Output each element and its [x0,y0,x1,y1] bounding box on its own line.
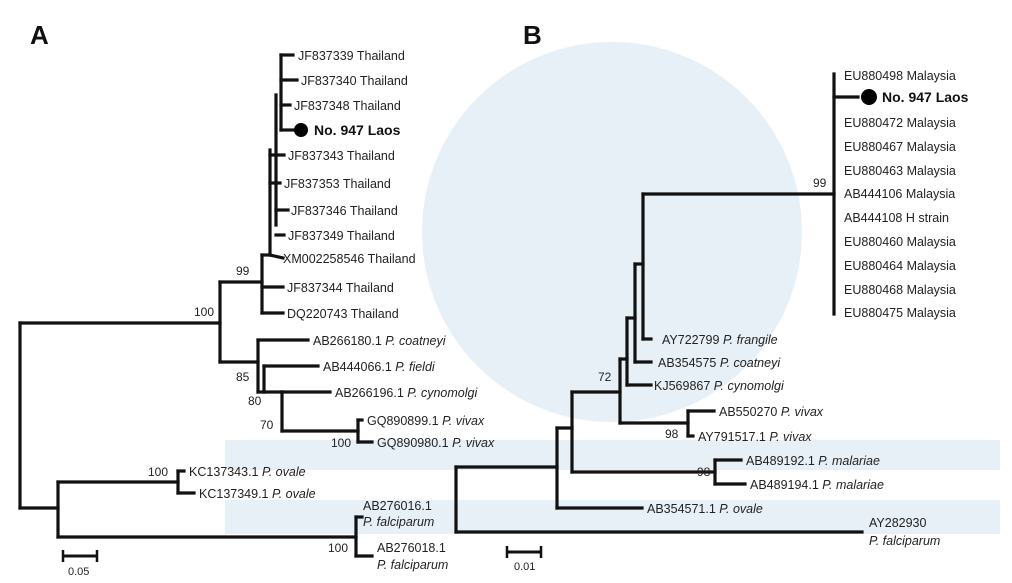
tree-a-bootstrap: 99 100 85 80 70 100 100 100 [148,264,351,555]
leaf-label: KC137349.1 P. ovale [199,487,316,501]
bootstrap-value: 98 [665,427,679,441]
bootstrap-value: 98 [697,465,711,479]
bootstrap-value: 100 [194,305,214,319]
leaf-label: AB489192.1 P. malariae [746,454,880,468]
leaf-label: EU880467 Malaysia [844,140,956,154]
leaf-label: KC137343.1 P. ovale [189,465,306,479]
leaf-label: AB354575 P. coatneyi [658,356,781,370]
scale-bar-label: 0.05 [68,566,89,578]
leaf-label: EU880464 Malaysia [844,259,956,273]
leaf-label: JF837353 Thailand [284,177,391,191]
tree-b-bootstrap: 99 72 98 98 [598,176,827,479]
leaf-label: JF837344 Thailand [287,281,394,295]
leaf-label: AB489194.1 P. malariae [750,478,884,492]
scale-bar-a: 0.05 [61,550,99,578]
leaf-label: GQ890899.1 P. vivax [367,414,485,428]
leaf-label: EU880468 Malaysia [844,283,956,297]
leaf-label: EU880498 Malaysia [844,69,956,83]
leaf-label: JF837339 Thailand [298,49,405,63]
leaf-label: KJ569867 P. cynomolgi [654,379,785,393]
leaf-label: EU880460 Malaysia [844,235,956,249]
leaf-label: GQ890980.1 P. vivax [377,436,495,450]
leaf-label: JF837349 Thailand [288,229,395,243]
bootstrap-value: 100 [331,436,351,450]
tree-panel-b: B [454,20,969,573]
watermark-band-1 [225,440,1000,470]
scale-bar-label: 0.01 [514,561,535,573]
tree-panel-a: A [18,20,495,578]
leaf-label: JF837340 Thailand [301,74,408,88]
leaf-label: AB444066.1 P. fieldi [323,360,436,374]
leaf-label: AY282930 [869,516,927,530]
panel-b-label: B [523,20,542,50]
leaf-label: AB444108 H strain [844,211,949,225]
bootstrap-value: 72 [598,370,612,384]
leaf-label: AB276016.1 [363,499,432,513]
leaf-label: EU880463 Malaysia [844,164,956,178]
bootstrap-value: 80 [248,394,262,408]
leaf-label: AB444106 Malaysia [844,187,955,201]
scale-bar-b: 0.01 [505,546,543,573]
leaf-label-highlight: No. 947 Laos [882,89,969,105]
bootstrap-value: 85 [236,370,250,384]
leaf-label: XM002258546 Thailand [283,252,416,266]
leaf-label: AY722799 P. frangile [662,333,778,347]
leaf-label: DQ220743 Thailand [287,307,399,321]
leaf-label: AY791517.1 P. vivax [698,430,812,444]
tree-b-labels: EU880498 Malaysia No. 947 Laos EU880472 … [647,69,969,548]
leaf-label-species: P. falciparum [869,534,940,548]
leaf-label-species: P. falciparum [363,515,434,529]
watermark-band-2 [225,500,1000,534]
leaf-label: AB550270 P. vivax [719,405,824,419]
bootstrap-value: 99 [236,264,250,278]
leaf-label: JF837348 Thailand [294,99,401,113]
bootstrap-value: 99 [813,176,827,190]
leaf-label: EU880472 Malaysia [844,116,956,130]
bootstrap-value: 70 [260,418,274,432]
tree-b-branches [454,72,864,534]
tree-a-branches [18,53,374,558]
leaf-label: AB266196.1 P. cynomolgi [335,386,478,400]
leaf-label-highlight: No. 947 Laos [314,122,401,138]
leaf-label: JF837343 Thailand [288,149,395,163]
watermark [225,42,1000,534]
leaf-label: EU880475 Malaysia [844,306,956,320]
leaf-label: AB266180.1 P. coatneyi [313,334,447,348]
bootstrap-value: 100 [328,541,348,555]
leaf-label: AB276018.1 [377,541,446,555]
leaf-label-species: P. falciparum [377,558,448,572]
laos-sample-marker-b [861,89,877,105]
panel-a-label: A [30,20,49,50]
tree-a-labels: JF837339 Thailand JF837340 Thailand JF83… [189,49,495,572]
laos-sample-marker-a [294,123,308,137]
branch [268,253,285,260]
watermark-logo [422,42,802,422]
leaf-label: AB354571.1 P. ovale [647,502,763,516]
bootstrap-value: 100 [148,465,168,479]
leaf-label: JF837346 Thailand [291,204,398,218]
